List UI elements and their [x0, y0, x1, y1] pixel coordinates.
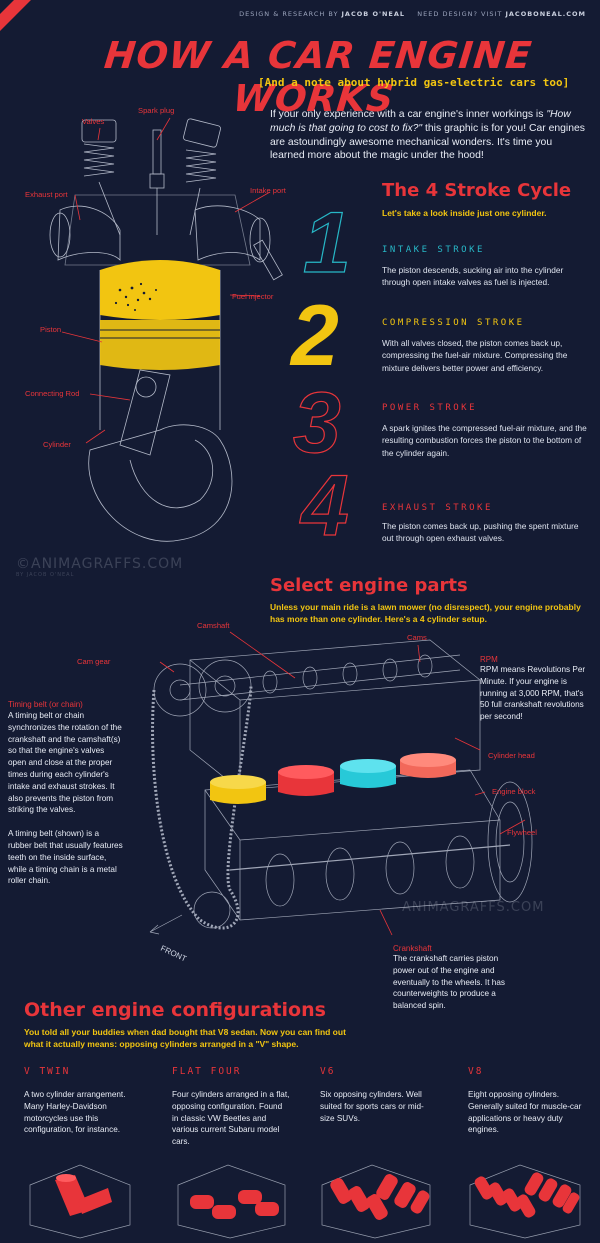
stroke-desc-power: A spark ignites the compressed fuel-air …	[382, 423, 587, 458]
parts-heading: Select engine parts	[270, 575, 468, 596]
v-twin-illustration	[29, 1164, 131, 1239]
configs-subheading: You told all your buddies when dad bough…	[24, 1027, 346, 1049]
label-cam-gear: Cam gear	[77, 657, 111, 666]
label-valves: Valves	[82, 117, 105, 126]
exhaust-port-shape	[57, 205, 121, 261]
intro-quote: "How much is that going to cost to fix?"	[270, 109, 571, 134]
watermark-2: ANIMAGRAFFS.COM	[402, 900, 545, 915]
credit-cta: NEED DESIGN? VISIT	[417, 10, 503, 18]
valve-spring-left	[83, 143, 115, 177]
intake-port-shape	[194, 205, 261, 261]
crankshaft-shape	[229, 844, 511, 871]
connecting-rod-shape	[119, 369, 171, 456]
label-engine-block: Engine block	[492, 787, 536, 796]
cam-gear-2	[198, 659, 252, 713]
parts-subheading: Unless your main ride is a lawn mower (n…	[270, 602, 581, 624]
single-cylinder-illustration	[49, 117, 283, 542]
flat-four-illustration	[177, 1164, 286, 1239]
config-desc-flat-four: Four cylinders arranged in a flat, oppos…	[172, 1090, 290, 1147]
cycle-heading: The 4 Stroke Cycle	[382, 180, 572, 201]
rpm-callout: RPM RPM means Revolutions Per Minute. If…	[480, 655, 590, 723]
page-subtitle: [And a note about hybrid gas-electric ca…	[258, 76, 570, 89]
stroke-title-power: POWER STROKE	[382, 403, 478, 413]
label-exhaust-port: Exhaust port	[25, 190, 68, 199]
credit-line: DESIGN & RESEARCH BY JACOB O'NEAL NEED D…	[239, 10, 586, 18]
label-cylinder: Cylinder	[43, 440, 71, 449]
stroke-title-intake: INTAKE STROKE	[382, 245, 485, 255]
timing-belt-desc-2: A timing belt (shown) is a rubber belt t…	[8, 829, 123, 886]
label-cams: Cams	[407, 633, 427, 642]
timing-belt-shape	[151, 685, 253, 930]
intro-line-1: If your only experience with a car engin…	[270, 109, 544, 120]
numeral-3: 3	[293, 375, 341, 471]
watermark-text: ©ANIMAGRAFFS.COM	[16, 556, 184, 572]
camshaft-shape	[179, 654, 461, 701]
v8-illustration	[469, 1164, 581, 1239]
fuel-injector-shape	[253, 239, 283, 281]
engine-block-shape	[204, 769, 501, 921]
config-title-flat-four: FLAT FOUR	[172, 1066, 242, 1077]
piston-shape	[100, 320, 220, 370]
cylinder-head-shape	[189, 639, 481, 791]
pistons	[210, 753, 456, 804]
credit-label: DESIGN & RESEARCH BY	[239, 10, 339, 18]
label-flywheel: Flywheel	[507, 828, 537, 837]
spark-plug-shape	[152, 129, 162, 175]
timing-belt-title: Timing belt (or chain)	[8, 700, 83, 709]
stroke-desc-exhaust: The piston comes back up, pushing the sp…	[382, 521, 579, 544]
crankcase-shape	[88, 424, 233, 542]
config-title-v8: V8	[468, 1066, 484, 1077]
label-intake-port: Intake port	[250, 186, 286, 195]
watermark-subtext: BY JACOB O'NEAL	[16, 572, 75, 578]
config-desc-v-twin: A two cylinder arrangement. Many Harley-…	[24, 1090, 126, 1135]
stroke-title-exhaust: EXHAUST STROKE	[382, 503, 493, 513]
stroke-title-compression: COMPRESSION STROKE	[382, 318, 525, 328]
stroke-desc-intake: The piston descends, sucking air into th…	[382, 265, 564, 288]
crankshaft-callout: Crankshaft The crankshaft carries piston…	[393, 944, 505, 1012]
label-cylinder-head: Cylinder head	[488, 751, 535, 760]
front-label: FRONT	[159, 944, 188, 964]
configs-heading: Other engine configurations	[24, 999, 326, 1021]
config-illustrations	[29, 1164, 581, 1239]
flywheel-shape	[487, 781, 533, 903]
label-fuel-injector: Fuel injector	[232, 292, 274, 301]
config-desc-v8: Eight opposing cylinders. Generally suit…	[468, 1090, 582, 1135]
config-desc-v6: Six opposing cylinders. Well suited for …	[320, 1090, 424, 1123]
crankshaft-desc: The crankshaft carries piston power out …	[393, 954, 505, 1011]
label-spark-plug: Spark plug	[138, 106, 175, 115]
valve-spring-left-cap	[81, 119, 117, 143]
config-title-v6: V6	[320, 1066, 336, 1077]
timing-belt-desc-1: A timing belt or chain synchronizes the …	[8, 711, 122, 815]
stroke-desc-compression: With all valves closed, the piston comes…	[382, 338, 568, 373]
rpm-desc: RPM means Revolutions Per Minute. If you…	[480, 665, 586, 722]
credit-site-link[interactable]: JACOBONEAL.COM	[505, 10, 586, 18]
label-camshaft: Camshaft	[197, 621, 230, 630]
valve-spring-right	[185, 149, 217, 183]
credit-name: JACOB O'NEAL	[341, 10, 406, 18]
cycle-subheading: Let's take a look inside just one cylind…	[382, 208, 547, 218]
crankshaft-title: Crankshaft	[393, 944, 432, 953]
numeral-2: 2	[289, 288, 339, 384]
rpm-title: RPM	[480, 655, 498, 664]
numeral-1: 1	[303, 195, 351, 291]
label-connecting-rod: Connecting Rod	[25, 389, 80, 398]
cam-gear-1	[153, 663, 207, 717]
timing-belt-callout: Timing belt (or chain) A timing belt or …	[8, 700, 124, 887]
stroke-numerals: 1 2 3 4	[289, 194, 351, 550]
fuel-air-mixture	[100, 260, 220, 320]
v6-illustration	[321, 1164, 431, 1239]
config-title-v-twin: V TWIN	[24, 1066, 71, 1077]
corner-ribbon	[0, 0, 38, 43]
intro-text: If your only experience with a car engin…	[270, 108, 588, 163]
intro-line-3: this graphic is for you! Car engines are…	[270, 122, 585, 162]
numeral-4: 4	[299, 458, 349, 550]
label-piston: Piston	[40, 325, 62, 334]
four-cylinder-illustration: FRONT	[149, 631, 533, 964]
